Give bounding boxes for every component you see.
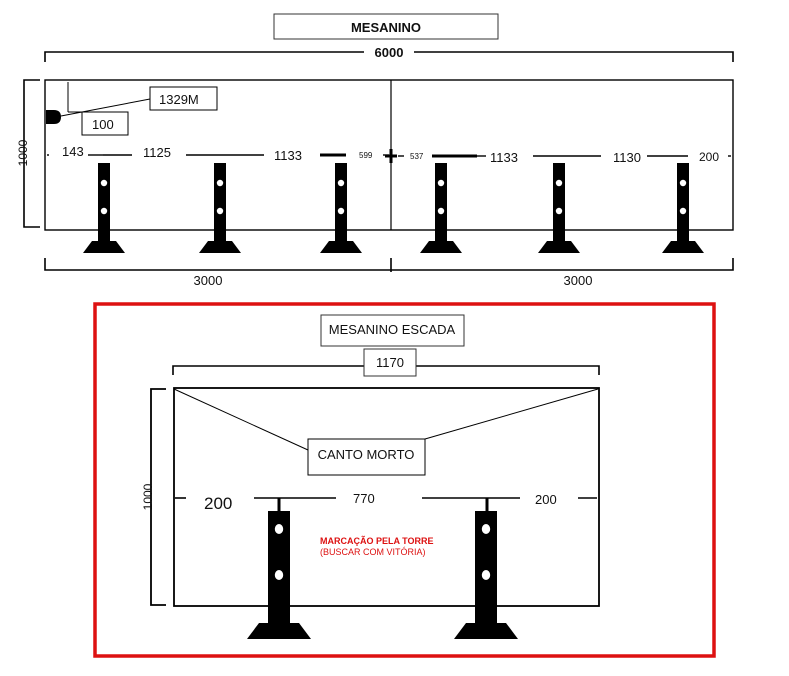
stair-post-left: [247, 511, 311, 639]
bottom-spacing-3: 200: [535, 492, 557, 507]
left-half-width: 3000: [194, 273, 223, 288]
left-spacing-4: 599: [359, 151, 373, 160]
left-spacing-3: 1133: [274, 148, 302, 163]
post-6: [662, 163, 704, 253]
left-spacing-2: 1125: [143, 145, 171, 160]
dead-corner-lines: [173, 388, 599, 451]
ref-offset-box: [81, 111, 129, 136]
dead-corner-label: CANTO MORTO: [318, 447, 415, 462]
right-spacing-3: 1130: [613, 150, 641, 165]
top-height-dimension: [23, 79, 40, 228]
right-half-width: 3000: [564, 273, 593, 288]
post-1: [83, 163, 125, 253]
bottom-height: 1000: [141, 483, 155, 510]
top-title-box: [273, 13, 499, 40]
bottom-spacing-2: 770: [353, 491, 375, 506]
post-2: [199, 163, 241, 253]
bottom-width-box: [363, 348, 417, 377]
top-height: 1000: [16, 139, 30, 166]
dead-corner-box: [307, 438, 426, 476]
post-5: [538, 163, 580, 253]
bottom-spacing-1: 200: [204, 494, 232, 513]
half-dimensions: [44, 258, 734, 272]
top-title: MESANINO: [351, 20, 421, 35]
post-4: [420, 163, 462, 253]
top-mezzanine: MESANINO 6000 1000 1329M 100: [16, 13, 734, 288]
bottom-title-box: [320, 314, 465, 347]
reference-marker-icon: [46, 110, 61, 124]
ref-tag: 1329M: [159, 92, 199, 107]
center-cross-icon: [385, 149, 397, 163]
left-spacing-1: 143: [62, 144, 84, 159]
right-spacing-2: 1133: [490, 150, 518, 165]
right-spacing-4: 200: [699, 150, 719, 164]
ref-offset: 100: [92, 117, 114, 132]
right-spacing-1: 537: [410, 152, 424, 161]
stair-post-right: [454, 511, 518, 639]
bottom-height-dimension: [150, 388, 166, 606]
top-frame: [44, 79, 734, 231]
bottom-frame: [173, 387, 600, 607]
tower-note-line1: MARCAÇÃO PELA TORRE: [320, 536, 434, 546]
bottom-width: 1170: [376, 355, 404, 370]
ref-tag-box: [149, 86, 218, 111]
post-3: [320, 163, 362, 253]
top-total-width: 6000: [375, 45, 404, 60]
tower-note-line2: (BUSCAR COM VITÓRIA): [320, 547, 426, 557]
highlight-frame: [93, 302, 716, 658]
bottom-mezzanine-stair: MESANINO ESCADA 1170 1000 CANTO MORTO 20…: [93, 302, 716, 658]
bottom-title: MESANINO ESCADA: [329, 322, 456, 337]
